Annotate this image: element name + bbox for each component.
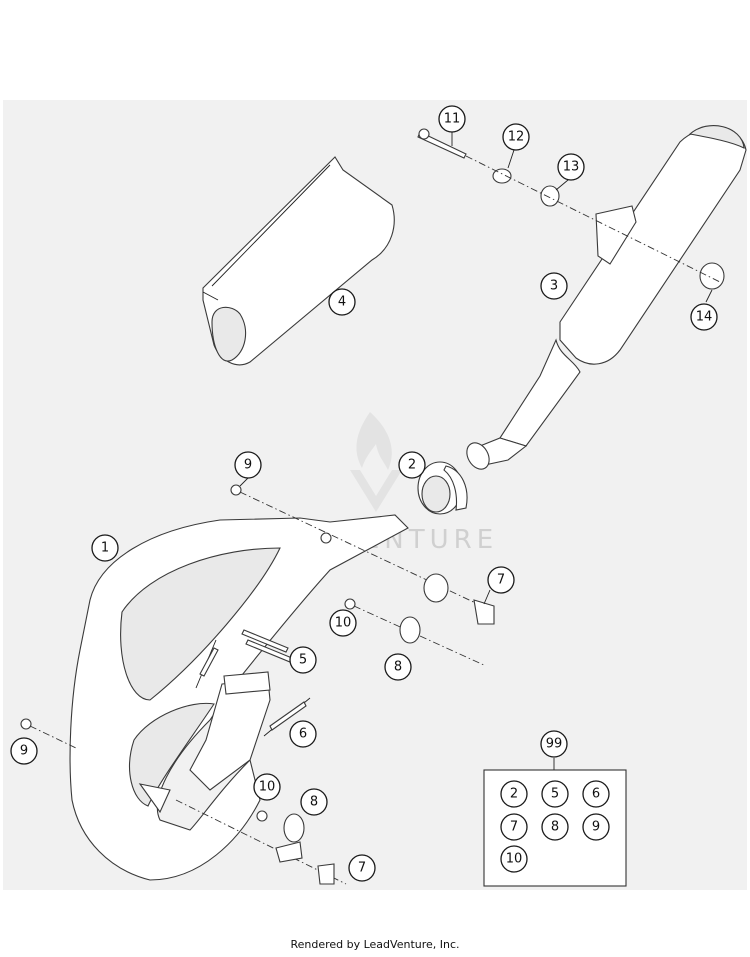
callout-label: 6: [299, 727, 307, 742]
callout-circle: [500, 813, 528, 841]
kit-item-label: 6: [592, 787, 600, 802]
callout-circle: [540, 730, 568, 758]
callout-c-6: 6: [289, 720, 317, 748]
part-1-expansion-chamber: [69, 514, 409, 881]
callout-c-9b: 9: [10, 737, 38, 765]
callout-c-8b: 8: [300, 788, 328, 816]
part-4-heat-sleeve: [202, 156, 395, 366]
part-6-springs: [195, 639, 311, 737]
callout-c-9a: 9: [234, 451, 262, 479]
callout-circle: [502, 123, 530, 151]
callout-circle: [582, 813, 610, 841]
kit-item: 7: [500, 813, 528, 841]
callout-label: 4: [338, 295, 346, 310]
part-3-silencer: [466, 125, 747, 470]
callout-label: 7: [497, 573, 505, 588]
callout-label: 12: [508, 130, 525, 145]
callout-label: 9: [20, 744, 28, 759]
callout-circle: [500, 780, 528, 808]
callout-circle: [541, 813, 569, 841]
kit-item-label: 7: [510, 820, 518, 835]
kit-item-label: 2: [510, 787, 518, 802]
callout-c-2: 2: [398, 451, 426, 479]
callout-circle: [398, 451, 426, 479]
callout-label: 5: [299, 653, 307, 668]
callout-c-7b: 7: [348, 854, 376, 882]
callout-label: 14: [696, 310, 713, 325]
callout-circle: [10, 737, 38, 765]
kit-item-label: 5: [551, 787, 559, 802]
callout-circle: [328, 288, 356, 316]
kit-item-label: 9: [592, 820, 600, 835]
kit-item: 9: [582, 813, 610, 841]
callout-c-12: 12: [502, 123, 530, 151]
hardware-bolt-washer-grommets: [417, 128, 725, 290]
callout-label: 7: [358, 861, 366, 876]
callout-label: 1: [101, 541, 109, 556]
callout-c-4: 4: [328, 288, 356, 316]
kit-item-label: 8: [551, 820, 559, 835]
kit-item: 5: [541, 780, 569, 808]
callout-label: 3: [550, 279, 558, 294]
callout-label: 10: [259, 780, 276, 795]
mount-hardware-lower: [20, 718, 347, 885]
callout-c-10a: 10: [329, 609, 357, 637]
mount-hardware-upper: [230, 484, 495, 667]
callout-label: 13: [563, 160, 580, 175]
callout-c-13: 13: [557, 153, 585, 181]
leader-lines: [239, 132, 713, 770]
callout-c-5: 5: [289, 646, 317, 674]
callout-c-10b: 10: [253, 773, 281, 801]
callout-c-3: 3: [540, 272, 568, 300]
part-5-o-rings: [241, 629, 293, 663]
callout-c-1: 1: [91, 534, 119, 562]
callout-c-11: 11: [438, 105, 466, 133]
callout-circle: [438, 105, 466, 133]
callout-circle: [289, 646, 317, 674]
callout-circle: [300, 788, 328, 816]
callout-circle: [234, 451, 262, 479]
callout-circle: [540, 272, 568, 300]
callout-layer: 11 12 13 3 14 4 2 9 1 7 10 5 8 6 9 10 8 7: [10, 105, 718, 882]
callout-label: 8: [310, 795, 318, 810]
callout-circle: [500, 845, 528, 873]
callout-circle: [253, 773, 281, 801]
kit-item: 8: [541, 813, 569, 841]
callout-label: 9: [244, 458, 252, 473]
callout-c-14: 14: [690, 303, 718, 331]
part-2-sleeve: [417, 461, 468, 515]
callout-label: 8: [394, 660, 402, 675]
callout-circle: [541, 780, 569, 808]
callout-circle: [557, 153, 585, 181]
kit-number: 99: [546, 737, 563, 752]
callout-circle: [91, 534, 119, 562]
kit-99-label: 99: [540, 730, 568, 758]
kit-callout-layer: 99 2 5 6 7 8 9 10: [500, 730, 610, 873]
callout-circle: [384, 653, 412, 681]
callout-circle: [329, 609, 357, 637]
callout-label: 2: [408, 458, 416, 473]
callout-circle: [348, 854, 376, 882]
callout-circle: [690, 303, 718, 331]
footer-credit: Rendered by LeadVenture, Inc.: [290, 938, 460, 951]
watermark-logo: [350, 412, 402, 512]
callout-label: 10: [335, 616, 352, 631]
kit-item-label: 10: [506, 852, 523, 867]
kit-item: 2: [500, 780, 528, 808]
callout-c-8a: 8: [384, 653, 412, 681]
kit-item: 6: [582, 780, 610, 808]
callout-label: 11: [444, 112, 461, 127]
kit-item: 10: [500, 845, 528, 873]
callout-circle: [289, 720, 317, 748]
callout-circle: [582, 780, 610, 808]
callout-c-7a: 7: [487, 566, 515, 594]
callout-circle: [487, 566, 515, 594]
